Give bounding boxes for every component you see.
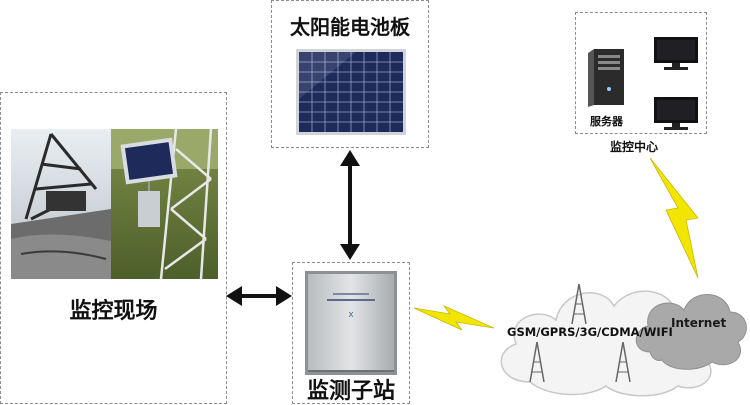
substation-label: 监测子站 bbox=[306, 379, 395, 404]
lightning-bolt-icon bbox=[649, 158, 699, 278]
internet-cloud bbox=[635, 294, 747, 370]
solar-panel-icon bbox=[296, 49, 406, 135]
radio-tower-icon bbox=[615, 342, 631, 382]
site-photo bbox=[11, 129, 218, 279]
monitor-icon bbox=[654, 37, 698, 70]
svg-text:x: x bbox=[348, 310, 354, 320]
radio-tower-icon bbox=[571, 284, 587, 324]
server-icon bbox=[588, 49, 624, 107]
solar-substation-arrow bbox=[340, 150, 360, 260]
site-box: 监控现场 bbox=[0, 92, 227, 404]
cabinet-icon: x bbox=[305, 271, 397, 375]
substation-box: x 监测子站 bbox=[292, 262, 410, 404]
solar-panel-box: 太阳能电池板 bbox=[271, 0, 429, 148]
server-label: 服务器 bbox=[590, 115, 623, 128]
solar-panel-label: 太阳能电池板 bbox=[290, 15, 410, 39]
network-label: GSM/GPRS/3G/CDMA/WIFI bbox=[507, 325, 673, 339]
center-label: 监控中心 bbox=[610, 140, 659, 154]
site-label: 监控现场 bbox=[69, 299, 158, 324]
monitor-icon bbox=[654, 97, 698, 130]
center-box: 服务器 bbox=[575, 12, 707, 134]
lightning-bolt-icon bbox=[414, 305, 494, 331]
radio-tower-icon bbox=[529, 342, 545, 382]
internet-label: Internet bbox=[671, 316, 727, 330]
site-substation-arrow bbox=[226, 286, 292, 306]
